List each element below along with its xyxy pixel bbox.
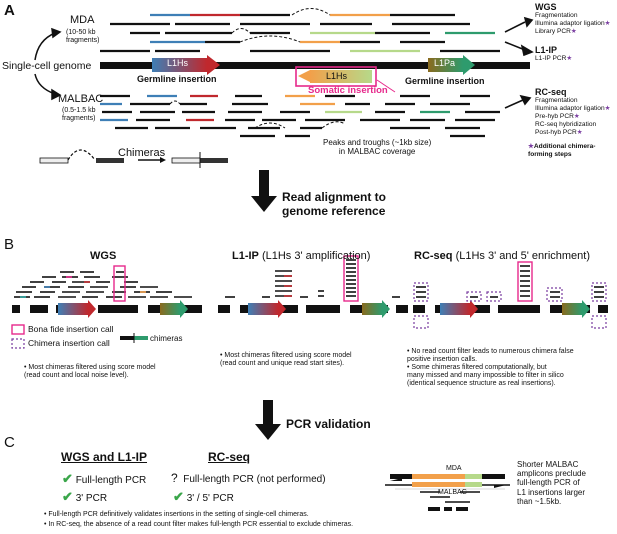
amplicon-diagram — [385, 474, 510, 511]
panel-a-label: A — [4, 2, 15, 19]
star-note: ★Additional chimera- forming steps — [528, 143, 595, 158]
c-malbac-label: MALBAC — [438, 489, 467, 496]
c-full-pcr-np: Full-length PCR (not performed) — [183, 474, 326, 485]
peaks-note: Peaks and troughs (~1kb size) in MALBAC … — [323, 138, 432, 157]
check-icon: ✔ — [62, 489, 73, 504]
check-icon: ✔ — [62, 471, 73, 486]
rcseq-step-2: Pre-hyb PCR★ — [535, 113, 580, 121]
chimeras-label: Chimeras — [118, 147, 166, 159]
malbac-title: MALBAC — [58, 93, 104, 105]
l1hs-somatic-arrow — [295, 66, 377, 87]
wgs-alignment — [12, 265, 202, 318]
star-icon: ★ — [566, 55, 573, 62]
star-icon: ★ — [604, 105, 611, 112]
c-three-pcr-row: ✔ 3' PCR — [62, 489, 108, 505]
down-arrow-1 — [251, 170, 277, 212]
star-icon: ★ — [573, 113, 580, 120]
wgs-step-0: Fragmentation — [535, 12, 578, 19]
star-note-text: Additional chimera- forming steps — [528, 143, 596, 158]
panel-a-arrows — [504, 16, 534, 109]
legend-chimeras-label: chimeras — [150, 334, 183, 343]
check-icon: ✔ — [173, 489, 184, 504]
c-rcseq-title: RC-seq — [208, 450, 251, 464]
c-mda-label: MDA — [446, 465, 462, 472]
star-icon: ★ — [570, 28, 577, 35]
genome-line — [100, 62, 530, 69]
c-three-pcr: 3' PCR — [75, 493, 108, 504]
question-icon: ? — [171, 471, 178, 485]
l1ip-title: L1-IP — [535, 45, 558, 55]
legend-chimeras-glyph — [120, 333, 148, 343]
down-arrow-2 — [255, 400, 281, 440]
star-icon: ★ — [604, 20, 611, 27]
legend-bona-label: Bona fide insertion call — [28, 324, 114, 334]
l1ip-alignment — [218, 255, 408, 318]
b-note-wgs: • Most chimeras filtered using score mod… — [24, 364, 156, 380]
genome-label: Single-cell genome — [2, 60, 92, 72]
star-icon: ★ — [528, 143, 534, 150]
mda-dashed-arcs — [231, 8, 331, 43]
c-full-pcr: Full-length PCR — [75, 475, 147, 486]
germline-insertion-1: Germline insertion — [137, 74, 217, 84]
step-pcr-validation: PCR validation — [286, 417, 371, 431]
malbac-dashed-arcs — [169, 100, 346, 129]
germline-insertion-2: Germline insertion — [405, 76, 485, 86]
rcseq-step-1: Illumina adaptor ligation★ — [535, 105, 611, 113]
l1hs-box-label: L1Hs — [167, 58, 189, 68]
c-side-note: Shorter MALBAC amplicons preclude full-l… — [517, 460, 586, 506]
rcseq-step-4: Post-hyb PCR★ — [535, 129, 583, 137]
b-rcseq-name: RC-seq — [414, 250, 453, 262]
malbac-reads — [100, 94, 500, 138]
c-bullet-0: • Full-length PCR definitively validates… — [44, 511, 309, 518]
l1pa-arrow — [428, 55, 475, 75]
rcseq-title-a: RC-seq — [535, 87, 567, 97]
b-note-rcseq: • No read count filter leads to numerous… — [407, 348, 574, 388]
mda-reads — [100, 13, 500, 53]
rcseq-step-3: RC-seq hybridization — [535, 121, 597, 128]
wgs-title: WGS — [535, 2, 557, 12]
l1pa-box-label: L1Pa — [434, 58, 456, 68]
mda-subtitle: (10-50 kb fragments) — [66, 29, 100, 45]
rcseq-step-0: Fragmentation — [535, 97, 578, 104]
legend-bona-swatch — [11, 324, 25, 335]
c-full-pcr-np-row: ? Full-length PCR (not performed) — [171, 471, 326, 486]
star-icon: ★ — [576, 129, 583, 136]
step-read-alignment: Read alignment to genome reference — [282, 190, 387, 218]
panel-c-label: C — [4, 434, 15, 451]
l1ip-step-0-text: L1-IP PCR — [535, 55, 567, 62]
somatic-pointer — [376, 79, 396, 93]
b-note-l1ip: • Most chimeras filtered using score mod… — [220, 352, 352, 368]
c-full-pcr-row: ✔ Full-length PCR — [62, 471, 147, 487]
b-l1ip-sub: (L1Hs 3' amplification) — [258, 250, 371, 262]
wgs-step-1-text: Illumina adaptor ligation — [535, 20, 605, 27]
b-wgs-title: WGS — [90, 250, 117, 262]
rcseq-step-2-text: Pre-hyb PCR — [535, 113, 574, 120]
b-l1ip-name: L1-IP — [232, 250, 259, 262]
rcseq-alignment — [413, 261, 608, 329]
c-wgs-l1ip-title: WGS and L1-IP — [61, 450, 148, 464]
panel-b-label: B — [4, 236, 15, 253]
l1ip-step-0: L1-IP PCR★ — [535, 55, 572, 63]
rcseq-step-4-text: Post-hyb PCR — [535, 129, 577, 136]
l1hs-center-label: L1Hs — [326, 71, 348, 81]
malbac-subtitle: (0.5-1.5 kb fragments) — [62, 107, 96, 123]
wgs-step-2: Library PCR★ — [535, 28, 577, 36]
b-rcseq-sub: (L1Hs 3' and 5' enrichment) — [452, 250, 591, 262]
c-three-five-pcr: 3' / 5' PCR — [186, 493, 234, 504]
c-three-five-row: ✔ 3' / 5' PCR — [173, 489, 234, 505]
wgs-step-1: Illumina adaptor ligation★ — [535, 20, 611, 28]
c-bullet-1: • In RC-seq, the absence of a read count… — [44, 521, 354, 528]
b-l1ip-title: L1-IP (L1Hs 3' amplification) — [232, 250, 370, 263]
genome-curved-arrows — [34, 27, 62, 101]
l1hs-germline-arrow — [152, 55, 220, 75]
legend-chimera-label: Chimera insertion call — [28, 338, 110, 348]
mda-title: MDA — [70, 14, 95, 26]
rcseq-step-1-text: Illumina adaptor ligation — [535, 105, 605, 112]
somatic-insertion: Somatic insertion — [308, 85, 388, 96]
wgs-step-2-text: Library PCR — [535, 28, 571, 35]
legend-chimera-swatch — [11, 338, 25, 349]
chimera-diagram — [39, 149, 228, 168]
b-rcseq-title: RC-seq (L1Hs 3' and 5' enrichment) — [414, 250, 590, 263]
